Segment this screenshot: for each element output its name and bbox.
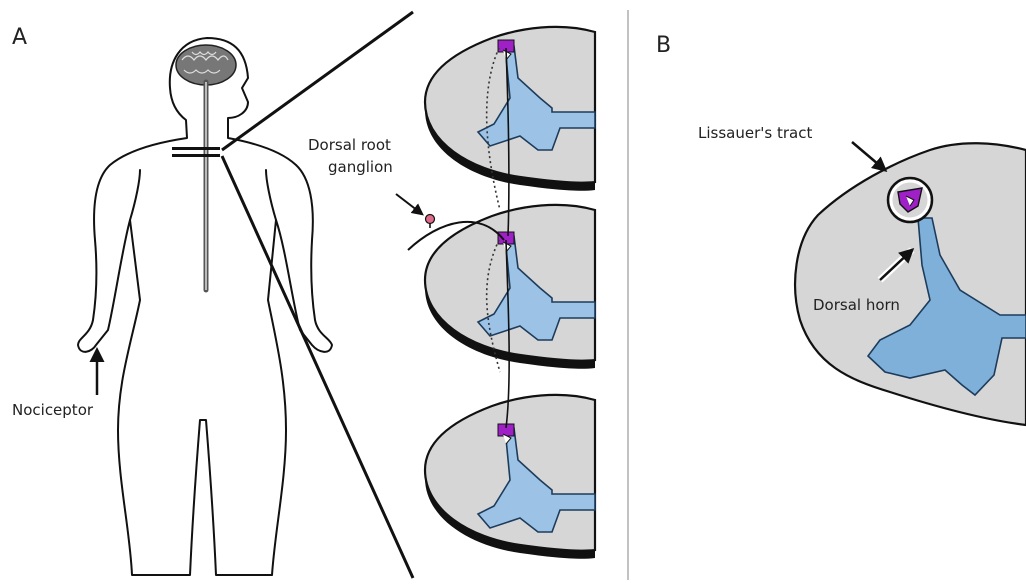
lissauer-label: Lissauer's tract: [698, 124, 812, 142]
dorsal-root-ganglion: [426, 215, 435, 224]
cross-section-middle: [425, 205, 595, 369]
zoom-line-bottom: [222, 156, 413, 578]
panel-b-label: B: [656, 33, 671, 58]
dorsal-root-label-line2: ganglion: [328, 158, 393, 176]
cross-section-lower: [425, 395, 595, 559]
section-bar-bottom: [172, 154, 220, 157]
dorsal-root-label-line1: Dorsal root: [308, 136, 391, 154]
cross-section-upper: [425, 27, 595, 191]
zoom-line-top: [222, 12, 413, 150]
brain: [176, 45, 236, 85]
section-bar-top: [172, 147, 220, 150]
nociceptor-label: Nociceptor: [12, 401, 94, 419]
lissauer-arrow: [852, 142, 885, 170]
panel-a-label: A: [12, 25, 27, 50]
dorsal-horn-label: Dorsal horn: [813, 296, 900, 314]
ganglion-arrow: [396, 194, 422, 214]
